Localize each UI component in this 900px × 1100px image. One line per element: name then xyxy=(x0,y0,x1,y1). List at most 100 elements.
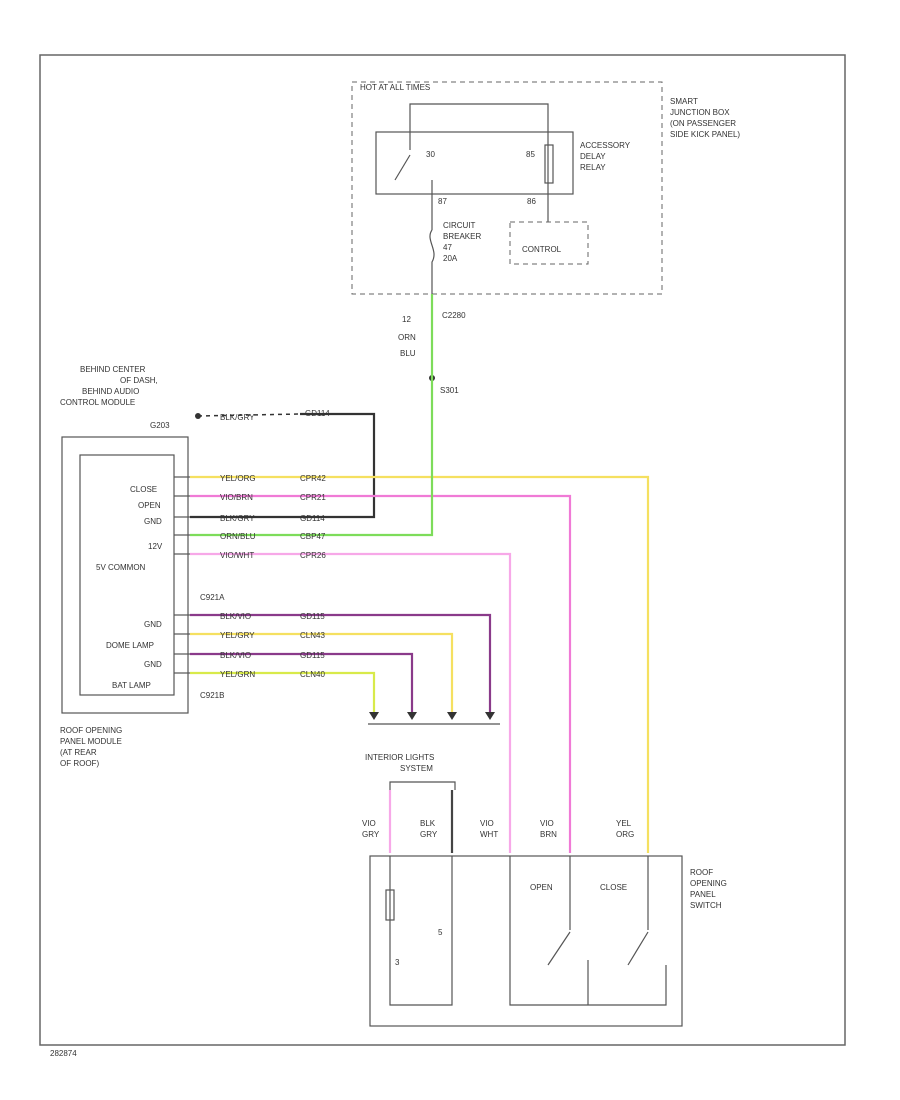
w1-color: YEL/ORG xyxy=(220,474,256,483)
switch-label-1: ROOF xyxy=(690,868,713,877)
module-label-3: (AT REAR xyxy=(60,748,97,757)
cb-label-4: 20A xyxy=(443,254,458,263)
switch-lamp-loop xyxy=(389,856,453,1006)
relay-coil xyxy=(544,144,554,184)
wire-color-orn: ORN xyxy=(398,333,416,342)
ground-label-1: BEHIND CENTER xyxy=(80,365,146,374)
sw-wire-4b: BRN xyxy=(540,830,557,839)
ground-wire xyxy=(190,412,376,519)
sw-wire-5a: YEL xyxy=(616,819,632,828)
module-label-2: PANEL MODULE xyxy=(60,737,122,746)
connector-c921b: C921B xyxy=(200,691,224,700)
circuit-breaker-symbol xyxy=(429,229,435,294)
module-pin-gnd-1: GND xyxy=(144,517,162,526)
accessory-delay-relay xyxy=(375,131,574,195)
smart-junction-box-outline xyxy=(351,81,663,295)
cb-label-1: CIRCUIT xyxy=(443,221,476,230)
sw-wire-2b: GRY xyxy=(420,830,438,839)
arrowhead xyxy=(407,712,417,720)
diagram-border xyxy=(39,54,846,1046)
control-box xyxy=(509,221,589,265)
interior-lights-label-2: SYSTEM xyxy=(400,764,433,773)
relay-label-2: DELAY xyxy=(580,152,606,161)
module-pin-stubs xyxy=(174,476,190,674)
module-pin-dome-lamp: DOME LAMP xyxy=(106,641,154,650)
ground-wire-color: BLK/GRY xyxy=(220,413,255,422)
sjb-label-3: (ON PASSENGER xyxy=(670,119,736,128)
w2-color: VIO/BRN xyxy=(220,493,253,502)
roof-panel-module-outer xyxy=(61,436,189,714)
diagram-footer-id: 282874 xyxy=(50,1049,77,1058)
module-pin-gnd-2: GND xyxy=(144,620,162,629)
switch-open-arm xyxy=(547,931,571,966)
wire-vio-brn xyxy=(190,494,572,853)
ground-label-3: BEHIND AUDIO xyxy=(82,387,139,396)
module-label-4: OF ROOF) xyxy=(60,759,99,768)
w5-color: VIO/WHT xyxy=(220,551,254,560)
w8-circuit: GD115 xyxy=(300,651,325,660)
wire-yel-org xyxy=(190,475,650,853)
ground-wire-dashed xyxy=(197,413,301,417)
switch-close-label: CLOSE xyxy=(600,883,627,892)
wire-blk-vio-2 xyxy=(190,652,414,712)
module-pin-gnd-3: GND xyxy=(144,660,162,669)
arrowhead xyxy=(369,712,379,720)
cb-label-2: BREAKER xyxy=(443,232,481,241)
roof-panel-module-inner xyxy=(79,454,175,696)
w3-circuit: GD114 xyxy=(300,514,325,523)
switch-pin-3: 3 xyxy=(395,958,400,967)
ground-label-5: G203 xyxy=(150,421,170,430)
wire-orn-blu xyxy=(190,294,434,537)
w9-color: YEL/GRN xyxy=(220,670,255,679)
wire-yel-gry xyxy=(190,632,454,712)
hot-at-all-times-label: HOT AT ALL TIMES xyxy=(360,83,430,92)
relay-label-1: ACCESSORY xyxy=(580,141,631,150)
wire-color-blu: BLU xyxy=(400,349,416,358)
switch-lamp-resistor xyxy=(385,889,395,921)
w6-circuit: GD115 xyxy=(300,612,325,621)
module-pin-5v-common: 5V COMMON xyxy=(96,563,146,572)
w5-circuit: CPR26 xyxy=(300,551,326,560)
roof-opening-panel-switch xyxy=(369,855,683,1027)
w6-color: BLK/VIO xyxy=(220,612,251,621)
sw-wire-4a: VIO xyxy=(540,819,554,828)
connector-c921a: C921A xyxy=(200,593,225,602)
sjb-label-4: SIDE KICK PANEL) xyxy=(670,130,740,139)
sw-wire-3a: VIO xyxy=(480,819,494,828)
connector-c2280: C2280 xyxy=(442,311,466,320)
relay-label-3: RELAY xyxy=(580,163,606,172)
cb-label-3: 47 xyxy=(443,243,452,252)
connector-arrows xyxy=(369,712,495,720)
w3-color: BLK/GRY xyxy=(220,514,255,523)
w7-color: YEL/GRY xyxy=(220,631,255,640)
ground-label-2: OF DASH, xyxy=(120,376,158,385)
module-pin-open: OPEN xyxy=(138,501,161,510)
wire-blk-vio-1 xyxy=(190,613,492,712)
relay-pin-87: 87 xyxy=(438,197,447,206)
module-pin-12v: 12V xyxy=(148,542,163,551)
splice-s301: S301 xyxy=(440,386,459,395)
interior-lights-label-1: INTERIOR LIGHTS xyxy=(365,753,434,762)
module-label-1: ROOF OPENING xyxy=(60,726,122,735)
w2-circuit: CPR21 xyxy=(300,493,326,502)
switch-close-arm xyxy=(627,931,649,966)
w1-circuit: CPR42 xyxy=(300,474,326,483)
control-label: CONTROL xyxy=(522,245,562,254)
arrowhead xyxy=(485,712,495,720)
sjb-label-1: SMART xyxy=(670,97,698,106)
w9-circuit: CLN40 xyxy=(300,670,325,679)
module-pin-bat-lamp: BAT LAMP xyxy=(112,681,151,690)
w8-color: BLK/VIO xyxy=(220,651,251,660)
sjb-label-2: JUNCTION BOX xyxy=(670,108,730,117)
ground-label-4: CONTROL MODULE xyxy=(60,398,135,407)
relay-pin-30: 30 xyxy=(426,150,435,159)
arrowhead xyxy=(447,712,457,720)
sw-wire-1b: GRY xyxy=(362,830,380,839)
w4-color: ORN/BLU xyxy=(220,532,256,541)
relay-feed xyxy=(409,103,549,132)
switch-label-2: OPENING xyxy=(690,879,727,888)
wire-number-12: 12 xyxy=(402,315,411,324)
interior-lights-bracket xyxy=(389,781,456,790)
module-pin-close: CLOSE xyxy=(130,485,157,494)
switch-label-3: PANEL xyxy=(690,890,716,899)
